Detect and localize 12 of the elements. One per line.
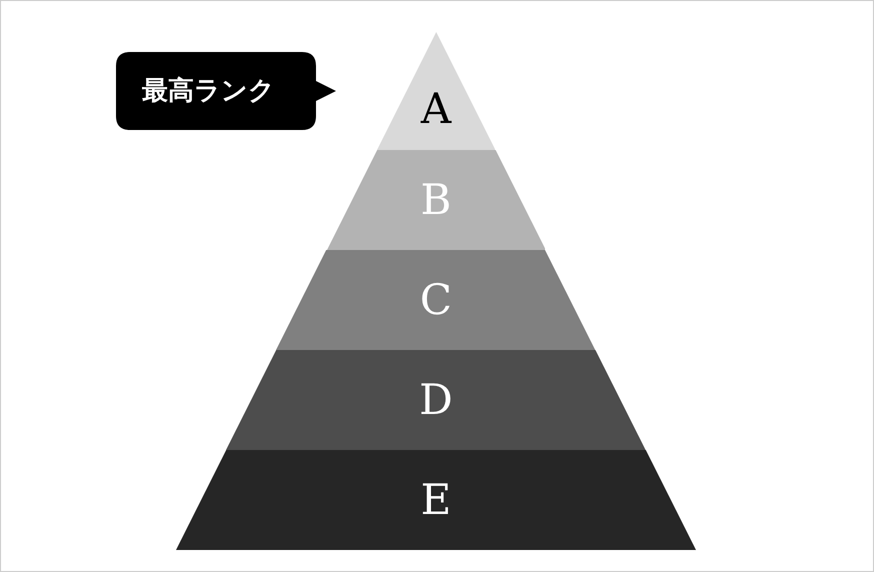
tier-letter: E	[420, 479, 452, 521]
pyramid-tier	[326, 150, 546, 250]
tier-letter: A	[420, 88, 453, 130]
speech-bubble	[116, 52, 336, 130]
tier-letter: D	[418, 379, 454, 421]
tier-letter: B	[420, 179, 452, 221]
pyramid-tier	[226, 350, 646, 450]
bubble-text: 最高ランク	[142, 78, 275, 104]
tier-letter: C	[418, 279, 454, 321]
pyramid-tier	[276, 250, 596, 350]
pyramid-tier	[176, 450, 696, 550]
pyramid-tier	[376, 32, 496, 150]
